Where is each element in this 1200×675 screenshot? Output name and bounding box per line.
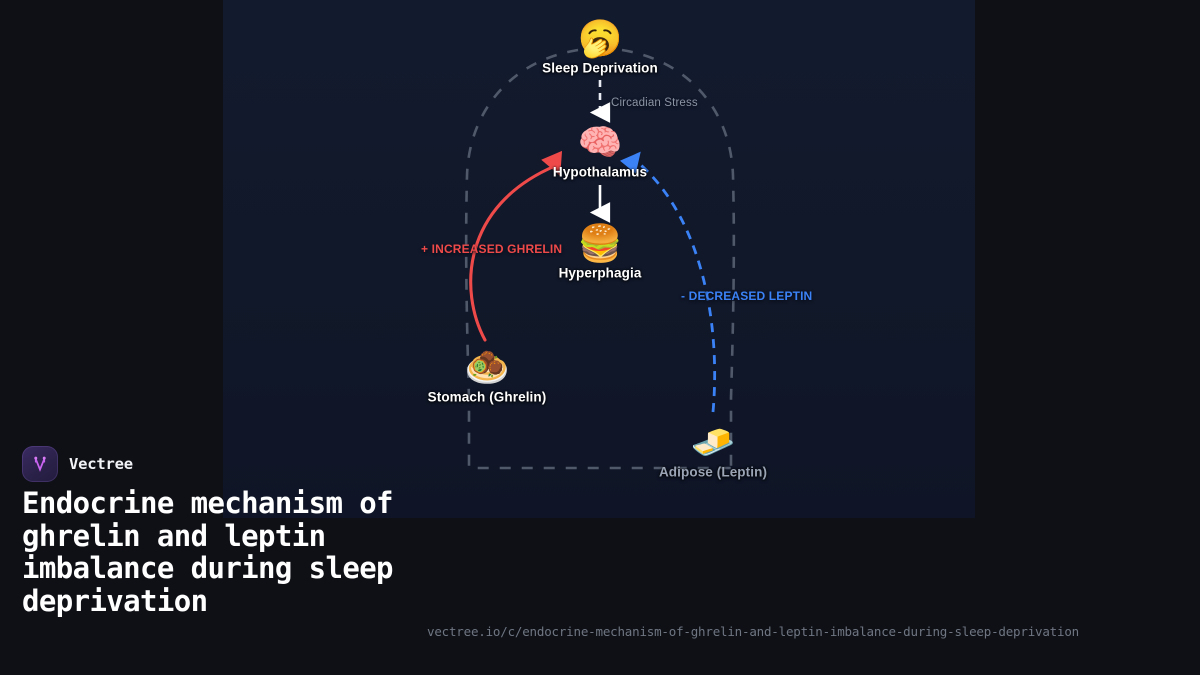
footer-url: vectree.io/c/endocrine-mechanism-of-ghre… xyxy=(427,624,1079,639)
falafel-emoji: 🧆 xyxy=(464,346,510,388)
hamburger-emoji: 🍔 xyxy=(577,222,623,264)
vectree-logo-icon xyxy=(22,446,58,482)
page-title: Endocrine mechanism of ghrelin and lepti… xyxy=(22,486,394,618)
edge-stomach-to-hypothalamus[interactable] xyxy=(469,150,563,342)
node-label-hyperphagia: Hyperphagia xyxy=(558,265,642,281)
node-sleep-deprivation[interactable]: 🥱 Sleep Deprivation xyxy=(500,17,700,78)
yawning-face-emoji: 🥱 xyxy=(577,17,623,59)
diagram-canvas[interactable]: 🥱 Sleep Deprivation 🧠 Hypothalamus 🍔 Hyp… xyxy=(223,0,975,518)
feedback-loop-path xyxy=(464,46,736,470)
brand-row[interactable]: Vectree xyxy=(22,446,133,482)
brain-emoji: 🧠 xyxy=(577,121,623,163)
edge-label-increased-ghrelin: + INCREASED GHRELIN xyxy=(421,242,563,256)
edge-adipose-to-hypothalamus[interactable] xyxy=(619,151,717,413)
node-stomach-ghrelin[interactable]: 🧆 Stomach (Ghrelin) xyxy=(387,346,587,407)
edge-label-decreased-leptin: - DECREASED LEPTIN xyxy=(681,289,813,303)
edge-label-circadian-stress: Circadian Stress xyxy=(611,97,698,109)
node-adipose-leptin[interactable]: 🧈 Adipose (Leptin) xyxy=(613,421,813,482)
node-label-stomach-ghrelin: Stomach (Ghrelin) xyxy=(427,389,547,405)
node-hypothalamus[interactable]: 🧠 Hypothalamus xyxy=(500,121,700,182)
node-label-sleep-deprivation: Sleep Deprivation xyxy=(542,60,658,76)
node-label-hypothalamus: Hypothalamus xyxy=(552,164,648,180)
diagram-edges-svg xyxy=(464,46,736,470)
butter-emoji: 🧈 xyxy=(690,421,736,463)
node-hyperphagia[interactable]: 🍔 Hyperphagia xyxy=(500,222,700,283)
brand-name: Vectree xyxy=(69,455,133,473)
node-label-adipose-leptin: Adipose (Leptin) xyxy=(658,464,768,480)
